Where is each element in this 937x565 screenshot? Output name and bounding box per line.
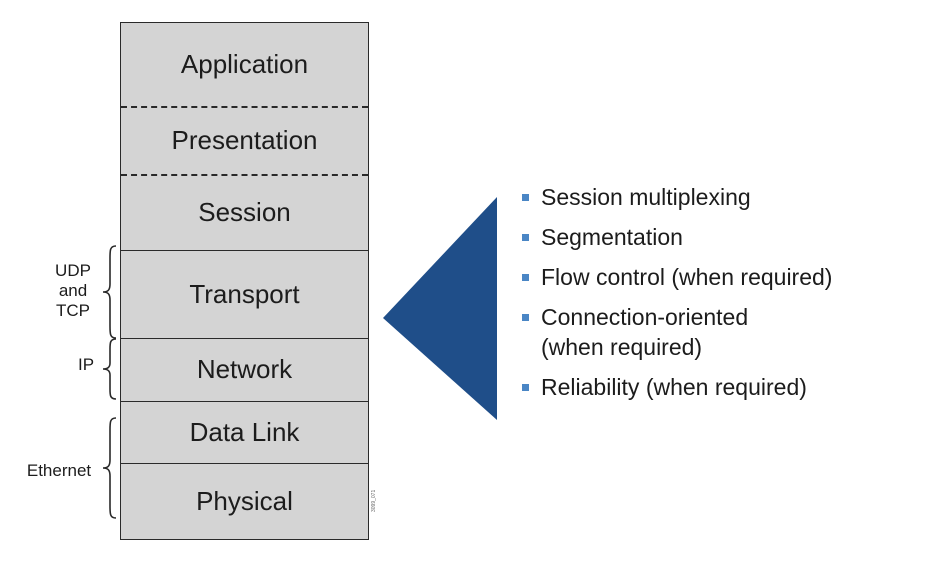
layer-application: Application [180,49,309,79]
tcp-text: TCP [56,301,90,320]
solid-separator [121,250,368,251]
solid-separator [121,338,368,339]
transport-functions-list: Session multiplexing Segmentation Flow c… [522,182,832,412]
bullet-square-icon [522,194,529,201]
transport-brace-icon [102,245,117,339]
bullet-text: Reliability (when required) [541,374,807,400]
pointer-triangle-icon [383,197,497,420]
bullet-text: Flow control (when required) [541,264,833,290]
and-text: and [58,281,88,300]
solid-separator [121,401,368,402]
list-item: Connection-oriented (when required) [522,302,832,362]
osi-stack: Application Presentation Session Transpo… [120,22,369,540]
list-item: Reliability (when required) [522,372,832,402]
bullet-square-icon [522,384,529,391]
bullet-text-line: Connection-oriented [541,304,749,330]
layer-data-link: Data Link [189,416,300,447]
bullet-square-icon [522,314,529,321]
bullet-square-icon [522,234,529,241]
solid-separator [121,463,368,464]
udp-tcp-label: UDP and TCP [48,261,98,321]
list-item: Session multiplexing [522,182,832,212]
layer-transport: Transport [189,278,300,309]
ethernet-brace-icon [102,417,117,519]
bullet-square-icon [522,274,529,281]
figure-id-stamp: 3099_071 [371,489,377,512]
dashed-separator [121,106,368,108]
layer-session: Session [198,196,291,227]
ethernet-label: Ethernet [26,461,92,480]
dashed-separator [121,174,368,176]
layer-presentation: Presentation [171,124,318,155]
list-item: Segmentation [522,222,832,252]
bullet-text: Session multiplexing [541,184,751,210]
bullet-text-line: (when required) [541,334,703,360]
bullet-text: Connection-oriented (when required) [541,302,748,362]
network-brace-icon [102,338,117,400]
bullet-text: Segmentation [541,224,683,250]
layer-network: Network [196,354,293,384]
layer-physical: Physical [196,485,293,516]
ip-label: IP [77,355,95,374]
udp-text: UDP [55,261,91,280]
list-item: Flow control (when required) [522,262,832,292]
